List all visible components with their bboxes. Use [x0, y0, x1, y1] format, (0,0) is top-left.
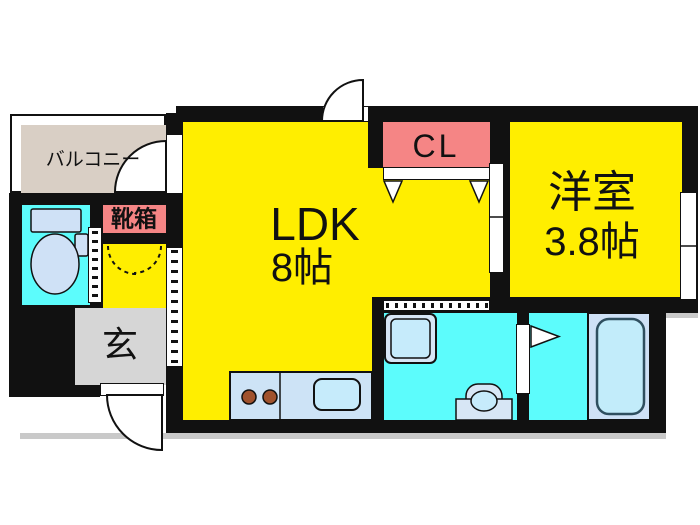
- shoe-box: [103, 205, 166, 233]
- entrance-door-panel: [100, 383, 164, 396]
- wall: [650, 313, 666, 433]
- toilet-door: [88, 227, 102, 303]
- room-toilet: [22, 205, 90, 305]
- shoe-cabinet-area: [103, 244, 166, 308]
- wall: [517, 394, 529, 420]
- wall: [176, 106, 698, 122]
- room-bathroom: [529, 313, 650, 420]
- entrance-door-swing: [105, 394, 163, 452]
- room-closet: [383, 122, 490, 168]
- wall: [517, 313, 529, 325]
- closet-folding-door: [383, 167, 490, 180]
- wall: [368, 106, 383, 168]
- washroom-accordion-door: [383, 300, 490, 311]
- room-washroom: [384, 313, 517, 420]
- wall: [166, 420, 666, 433]
- western-room-size-label: 3.8帖: [544, 220, 640, 264]
- room-ldk-lower: [183, 297, 372, 420]
- plan-shadow-step: [666, 313, 698, 318]
- plan-shadow: [20, 433, 666, 439]
- balcony-door-opening: [166, 134, 183, 194]
- western-room-label: 洋室: [548, 168, 636, 217]
- room-western: [510, 122, 682, 297]
- balcony-label: バルコニー: [45, 149, 141, 171]
- western-room-window: [680, 192, 697, 300]
- room-entrance: [75, 308, 166, 385]
- ldk-size-label: 8帖: [270, 246, 334, 290]
- ldk-label: LDK: [270, 198, 360, 250]
- wall: [9, 193, 166, 205]
- shoe-box-label: 靴箱: [111, 205, 157, 232]
- entrance-label: 玄: [101, 324, 139, 365]
- entrance-passage-opening: [166, 247, 183, 367]
- western-room-sliding-door: [489, 163, 504, 273]
- wall: [103, 233, 166, 244]
- wall: [372, 313, 384, 420]
- wall: [9, 385, 100, 397]
- bathroom-door: [516, 324, 530, 394]
- closet-label: CL: [412, 128, 460, 164]
- entry-door-opening: [322, 106, 369, 122]
